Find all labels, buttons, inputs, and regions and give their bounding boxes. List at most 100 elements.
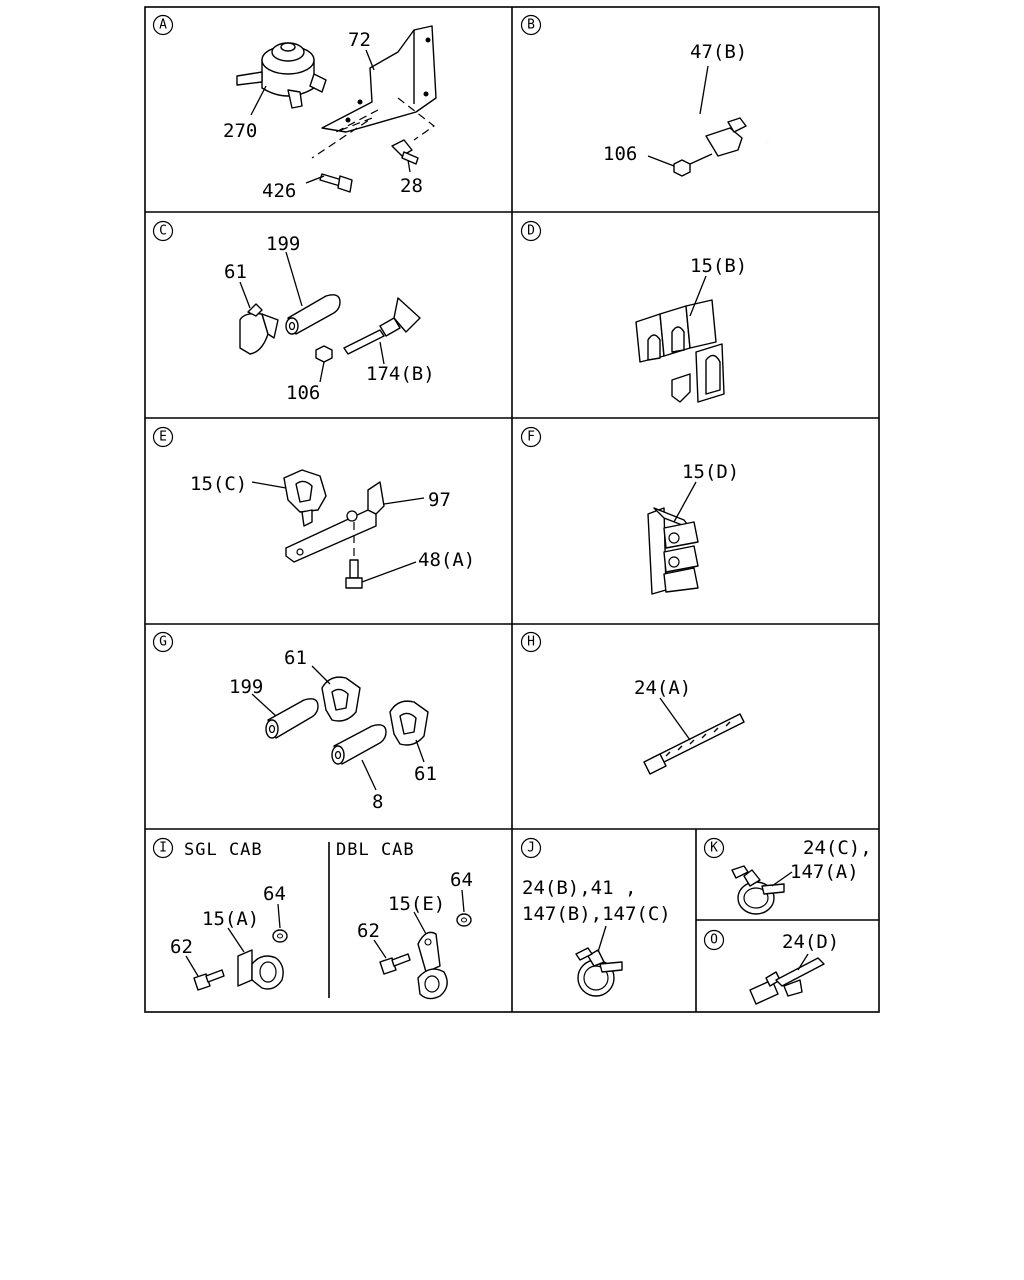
panel-c-marker: C	[152, 220, 174, 242]
bolt-62-dbl	[379, 953, 411, 975]
hose-clamp-j	[575, 947, 623, 997]
callout-270: 270	[223, 120, 257, 142]
panel-i-marker: I	[152, 837, 174, 859]
washer-64-dbl	[456, 913, 472, 927]
callout-426: 426	[262, 180, 296, 202]
panel-o-marker: O	[703, 929, 725, 951]
panel-g-marker: G	[152, 631, 174, 653]
panel-j-marker: J	[520, 837, 542, 859]
callout-15e: 15(E)	[388, 893, 445, 915]
clamp-15a	[237, 949, 284, 990]
svg-text:A: A	[159, 18, 167, 33]
callout-k-line2: 147(A)	[790, 861, 859, 883]
hose-clamp-k	[731, 865, 785, 915]
callout-72: 72	[348, 29, 371, 51]
svg-text:I: I	[159, 841, 167, 856]
callout-48a: 48(A)	[418, 549, 475, 571]
callout-64-sgl: 64	[263, 883, 286, 905]
callout-97: 97	[428, 489, 451, 511]
panel-h: H 24(A)	[520, 631, 745, 775]
svg-text:C: C	[159, 224, 167, 239]
hose-199-g	[265, 698, 319, 739]
svg-text:E: E	[159, 430, 167, 445]
panel-d-marker: D	[520, 220, 542, 242]
stud-174b	[343, 297, 421, 355]
bolt-28	[391, 139, 419, 165]
panel-j: J 24(B),41 , 147(B),147(C)	[520, 837, 671, 997]
panel-a-marker: A	[152, 14, 174, 36]
callout-k-line1: 24(C),	[803, 837, 872, 859]
clamp-15e	[417, 931, 448, 1000]
callout-106-c: 106	[286, 382, 320, 404]
triple-hose-clip-15d	[647, 507, 699, 595]
nut-106-c	[315, 345, 333, 363]
valve-bracket	[321, 25, 437, 133]
callout-62-dbl: 62	[357, 920, 380, 942]
svg-text:O: O	[710, 933, 718, 948]
panel-b-marker: B	[520, 14, 542, 36]
panel-k: K 24(C), 147(A)	[703, 837, 872, 915]
panel-o: O 24(D)	[703, 929, 839, 1005]
svg-text:B: B	[527, 18, 535, 33]
callout-15a: 15(A)	[202, 908, 259, 930]
callout-62-sgl: 62	[170, 936, 193, 958]
pipe-clamp-bracket	[705, 117, 747, 157]
clip-61-g-lower	[389, 700, 429, 746]
callout-15b: 15(B)	[690, 255, 747, 277]
callout-28: 28	[400, 175, 423, 197]
vacuum-regulator-valve	[236, 42, 327, 109]
callout-64-dbl: 64	[450, 869, 473, 891]
panel-f: F 15(D)	[520, 426, 739, 595]
svg-text:J: J	[527, 841, 535, 856]
bolt-426	[319, 173, 353, 193]
callout-24d: 24(D)	[782, 931, 839, 953]
callout-61-g-upper: 61	[284, 647, 307, 669]
callout-61-g-lower: 61	[414, 763, 437, 785]
callout-j-line1: 24(B),41 ,	[522, 877, 636, 899]
panel-a: A	[152, 14, 437, 202]
panel-i: I SGL CAB DBL CAB 64 15(A) 62	[152, 837, 473, 1000]
hose-8	[331, 724, 387, 765]
callout-15d: 15(D)	[682, 461, 739, 483]
grid-frame	[144, 6, 880, 1013]
clip-24d	[749, 957, 825, 1005]
washer-64-sgl	[272, 929, 288, 943]
panel-d: D 15(B)	[520, 220, 747, 403]
callout-15c: 15(C)	[190, 473, 247, 495]
sgl-cab-heading: SGL CAB	[184, 840, 263, 860]
callout-61-c: 61	[224, 261, 247, 283]
clip-61-g-upper	[321, 676, 361, 722]
panel-b: B 47(B) 106	[520, 14, 770, 177]
panel-k-marker: K	[703, 837, 725, 859]
double-hose-clip-15b	[635, 299, 725, 403]
panel-g: G 61 199 61 8	[152, 631, 437, 813]
hose-clip-15c	[283, 469, 327, 527]
callout-24a: 24(A)	[634, 677, 691, 699]
panel-h-marker: H	[520, 631, 542, 653]
svg-text:D: D	[527, 224, 535, 239]
cable-tie-24a	[643, 713, 745, 775]
callout-199-g: 199	[229, 676, 263, 698]
callout-8: 8	[372, 791, 383, 813]
panel-f-marker: F	[520, 426, 542, 448]
svg-text:K: K	[710, 841, 718, 856]
svg-text:H: H	[527, 635, 535, 650]
panel-e: E 15(C) 97 48(A)	[152, 426, 475, 589]
hose-199-c	[285, 294, 341, 335]
clip-61-c	[239, 303, 279, 355]
callout-174b: 174(B)	[366, 363, 435, 385]
vacuum-pipe	[598, 78, 770, 144]
panel-c: C 199 61 106 174(B)	[152, 220, 435, 404]
bolt-48a	[345, 559, 363, 589]
callout-j-line2: 147(B),147(C)	[522, 903, 671, 925]
svg-text:G: G	[159, 635, 167, 650]
svg-text:F: F	[527, 430, 535, 445]
callout-199-c: 199	[266, 233, 300, 255]
callout-47b: 47(B)	[690, 41, 747, 63]
callout-106-b: 106	[603, 143, 637, 165]
panel-e-marker: E	[152, 426, 174, 448]
dbl-cab-heading: DBL CAB	[336, 840, 415, 860]
bolt-62-sgl	[193, 969, 225, 991]
nut-106-b	[673, 153, 713, 177]
